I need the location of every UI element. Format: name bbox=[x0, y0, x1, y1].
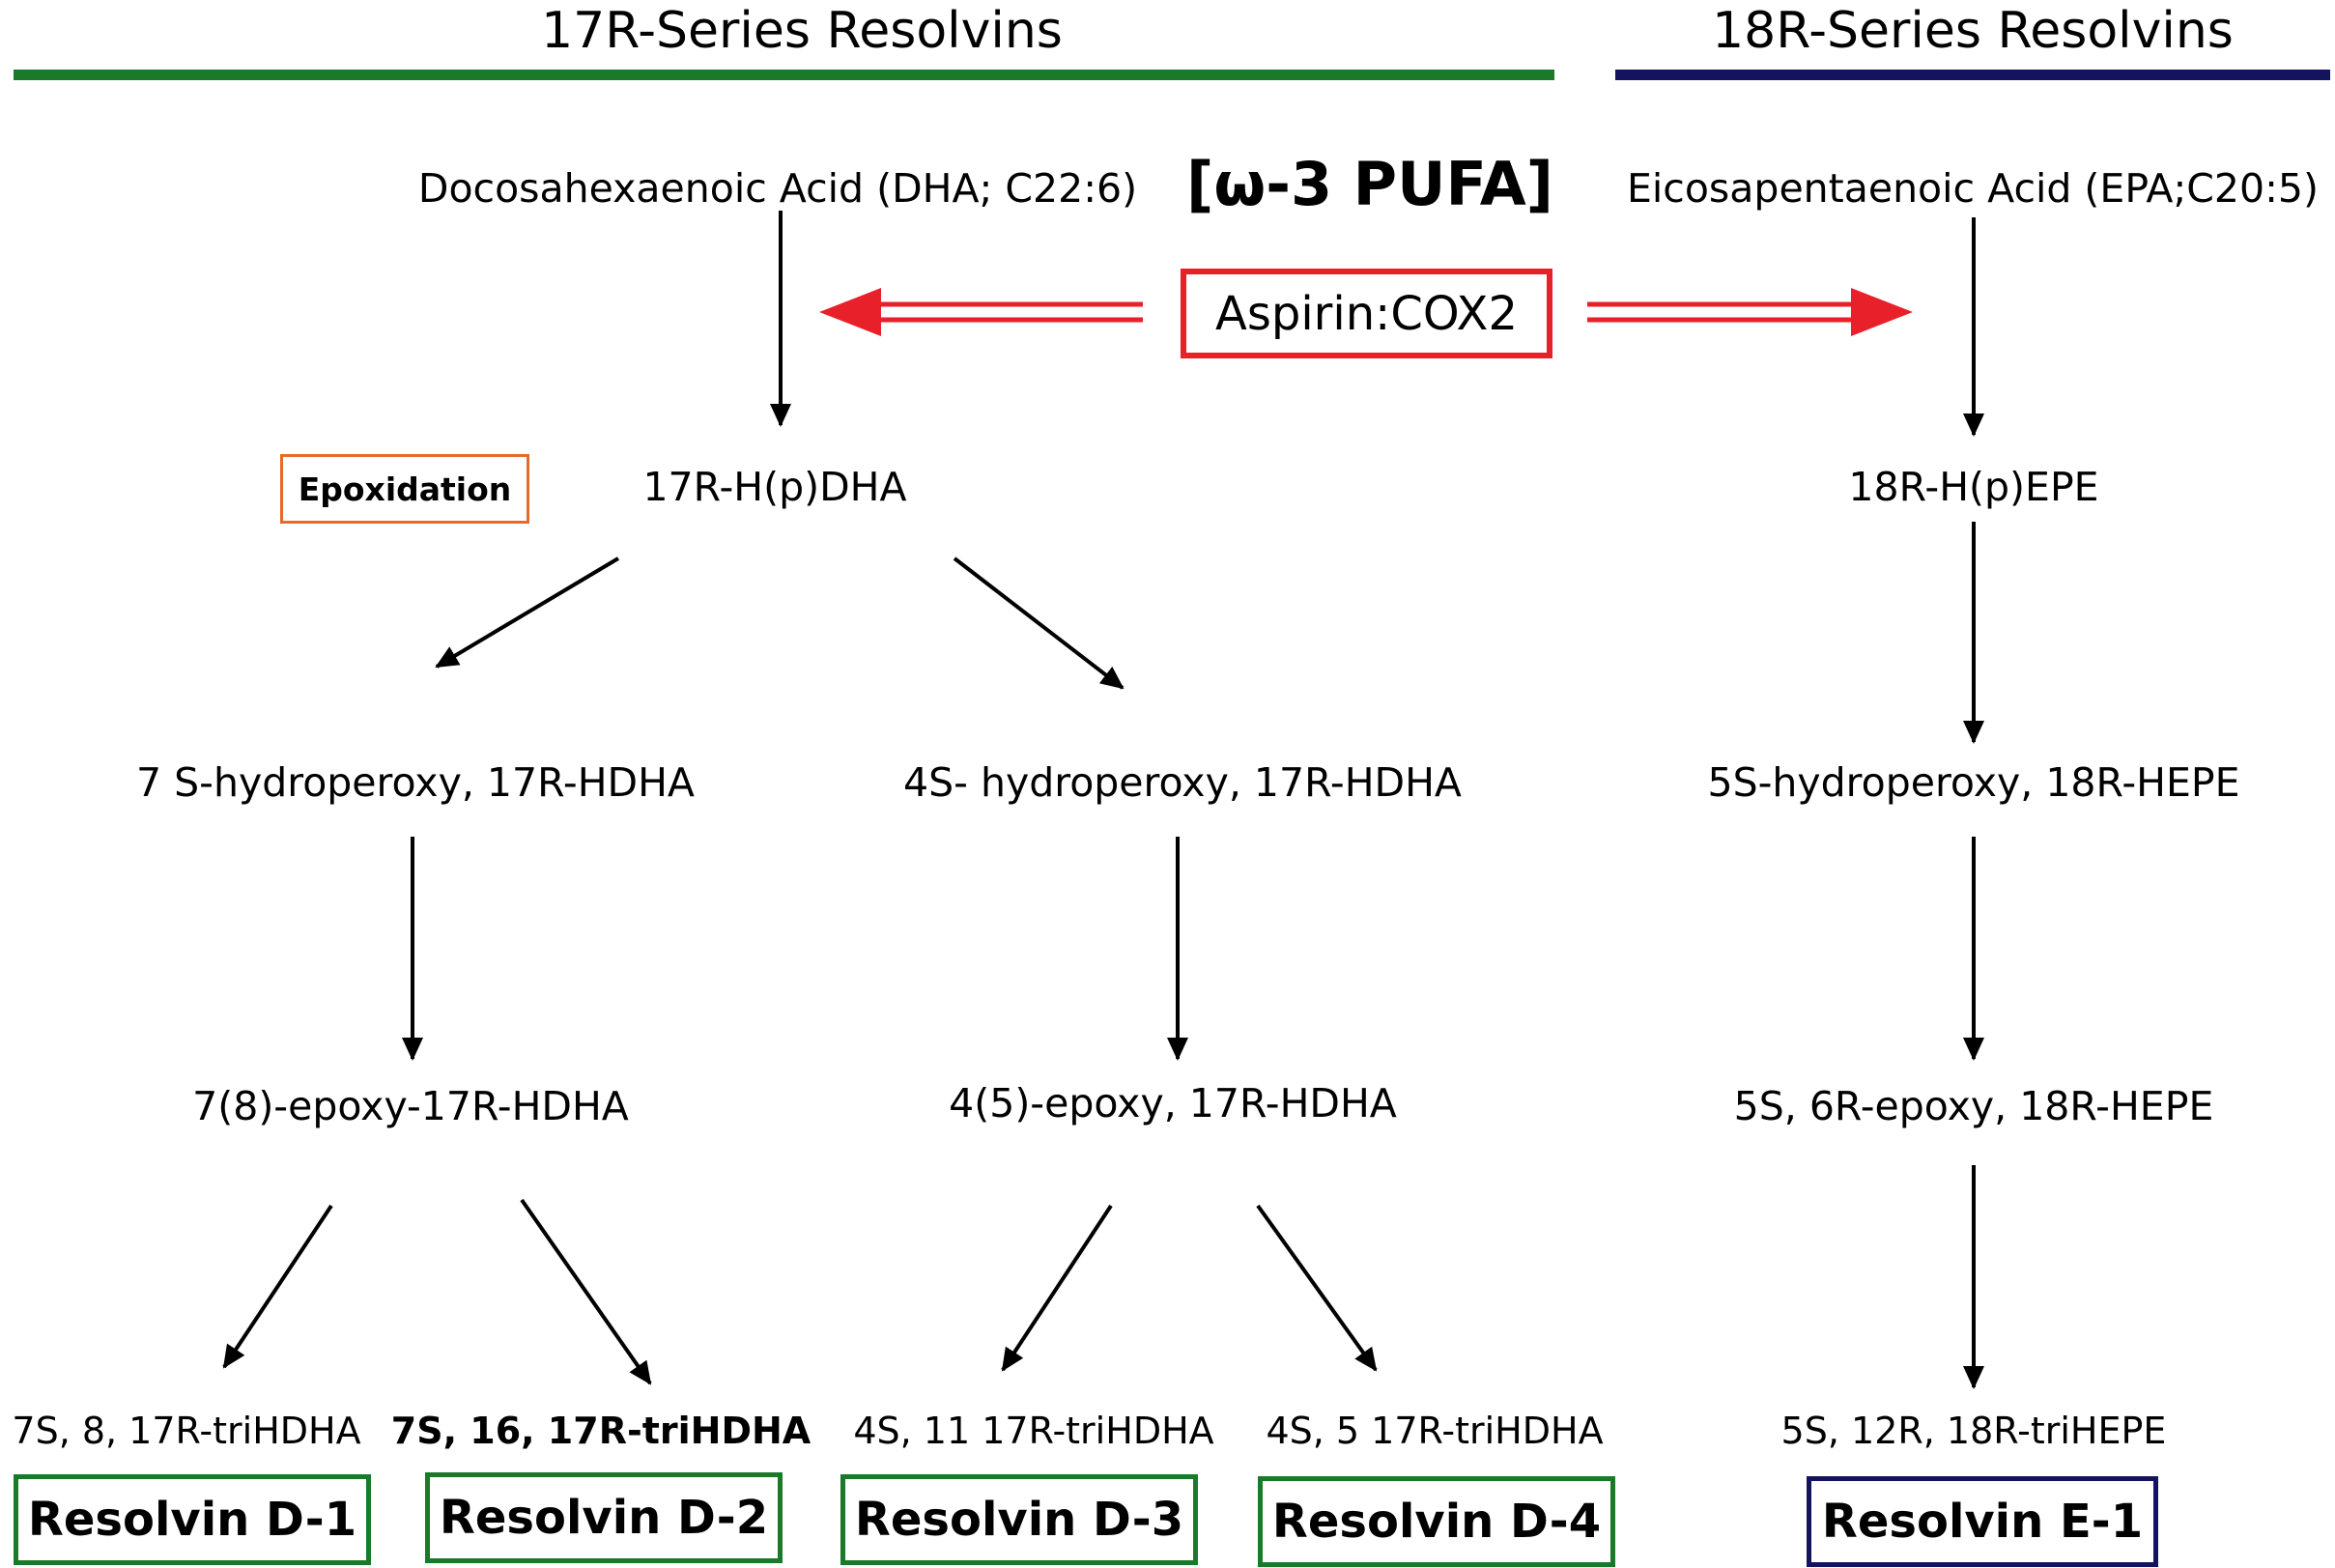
node-18r-hpepe: 18R-H(p)EPE bbox=[1848, 464, 2099, 510]
formula-rvd3: 4S, 11 17R-triHDHA bbox=[853, 1410, 1214, 1452]
resolvin-d3-box: Resolvin D-3 bbox=[840, 1474, 1198, 1565]
formula-rve1: 5S, 12R, 18R-triHEPE bbox=[1780, 1410, 2167, 1452]
arrow-hpdha-to-hydro7 bbox=[435, 556, 620, 669]
epoxidation-box: Epoxidation bbox=[280, 454, 529, 524]
formula-rvd4: 4S, 5 17R-triHDHA bbox=[1266, 1410, 1604, 1452]
header-bar-navy bbox=[1615, 70, 2330, 80]
resolvin-e1-box: Resolvin E-1 bbox=[1807, 1476, 2158, 1567]
epa-label: Eicosapentaenoic Acid (EPA;C20:5) bbox=[1627, 165, 2319, 212]
node-4-5-epoxy: 4(5)-epoxy, 17R-HDHA bbox=[949, 1080, 1397, 1126]
omega3-pufa-label: [ω-3 PUFA] bbox=[1185, 149, 1554, 219]
header-bar-green bbox=[14, 70, 1554, 80]
resolvin-d4-box: Resolvin D-4 bbox=[1258, 1476, 1615, 1567]
node-4s-hydroperoxy: 4S- hydroperoxy, 17R-HDHA bbox=[903, 759, 1462, 806]
header-17r-series: 17R-Series Resolvins bbox=[541, 2, 1063, 60]
arrow-hpdha-to-hydro4 bbox=[953, 556, 1125, 690]
node-5s-hydroperoxy: 5S-hydroperoxy, 18R-HEPE bbox=[1707, 759, 2240, 806]
formula-rvd2: 7S, 16, 17R-triHDHA bbox=[390, 1410, 812, 1452]
resolvin-d2-box: Resolvin D-2 bbox=[425, 1472, 783, 1563]
red-arrow-right bbox=[1587, 288, 1913, 336]
arrow-epoxy7-to-rvd2 bbox=[520, 1198, 652, 1385]
node-17r-hpdha: 17R-H(p)DHA bbox=[642, 464, 907, 510]
dha-label: Docosahexaenoic Acid (DHA; C22:6) bbox=[417, 165, 1138, 212]
formula-rvd1: 7S, 8, 17R-triHDHA bbox=[12, 1410, 361, 1452]
resolvin-d1-box: Resolvin D-1 bbox=[14, 1474, 371, 1565]
aspirin-cox2-box: Aspirin:COX2 bbox=[1181, 269, 1552, 358]
header-18r-series: 18R-Series Resolvins bbox=[1712, 2, 2234, 60]
node-7s-hydroperoxy: 7 S-hydroperoxy, 17R-HDHA bbox=[136, 759, 695, 806]
red-arrow-left bbox=[819, 288, 1143, 336]
arrow-epoxy4-to-rvd3 bbox=[1001, 1204, 1113, 1372]
node-7-8-epoxy: 7(8)-epoxy-17R-HDHA bbox=[192, 1083, 629, 1129]
arrow-epoxy7-to-rvd1 bbox=[222, 1204, 333, 1369]
arrow-epoxy4-to-rvd4 bbox=[1256, 1204, 1378, 1372]
node-5s-6r-epoxy: 5S, 6R-epoxy, 18R-HEPE bbox=[1733, 1083, 2214, 1129]
